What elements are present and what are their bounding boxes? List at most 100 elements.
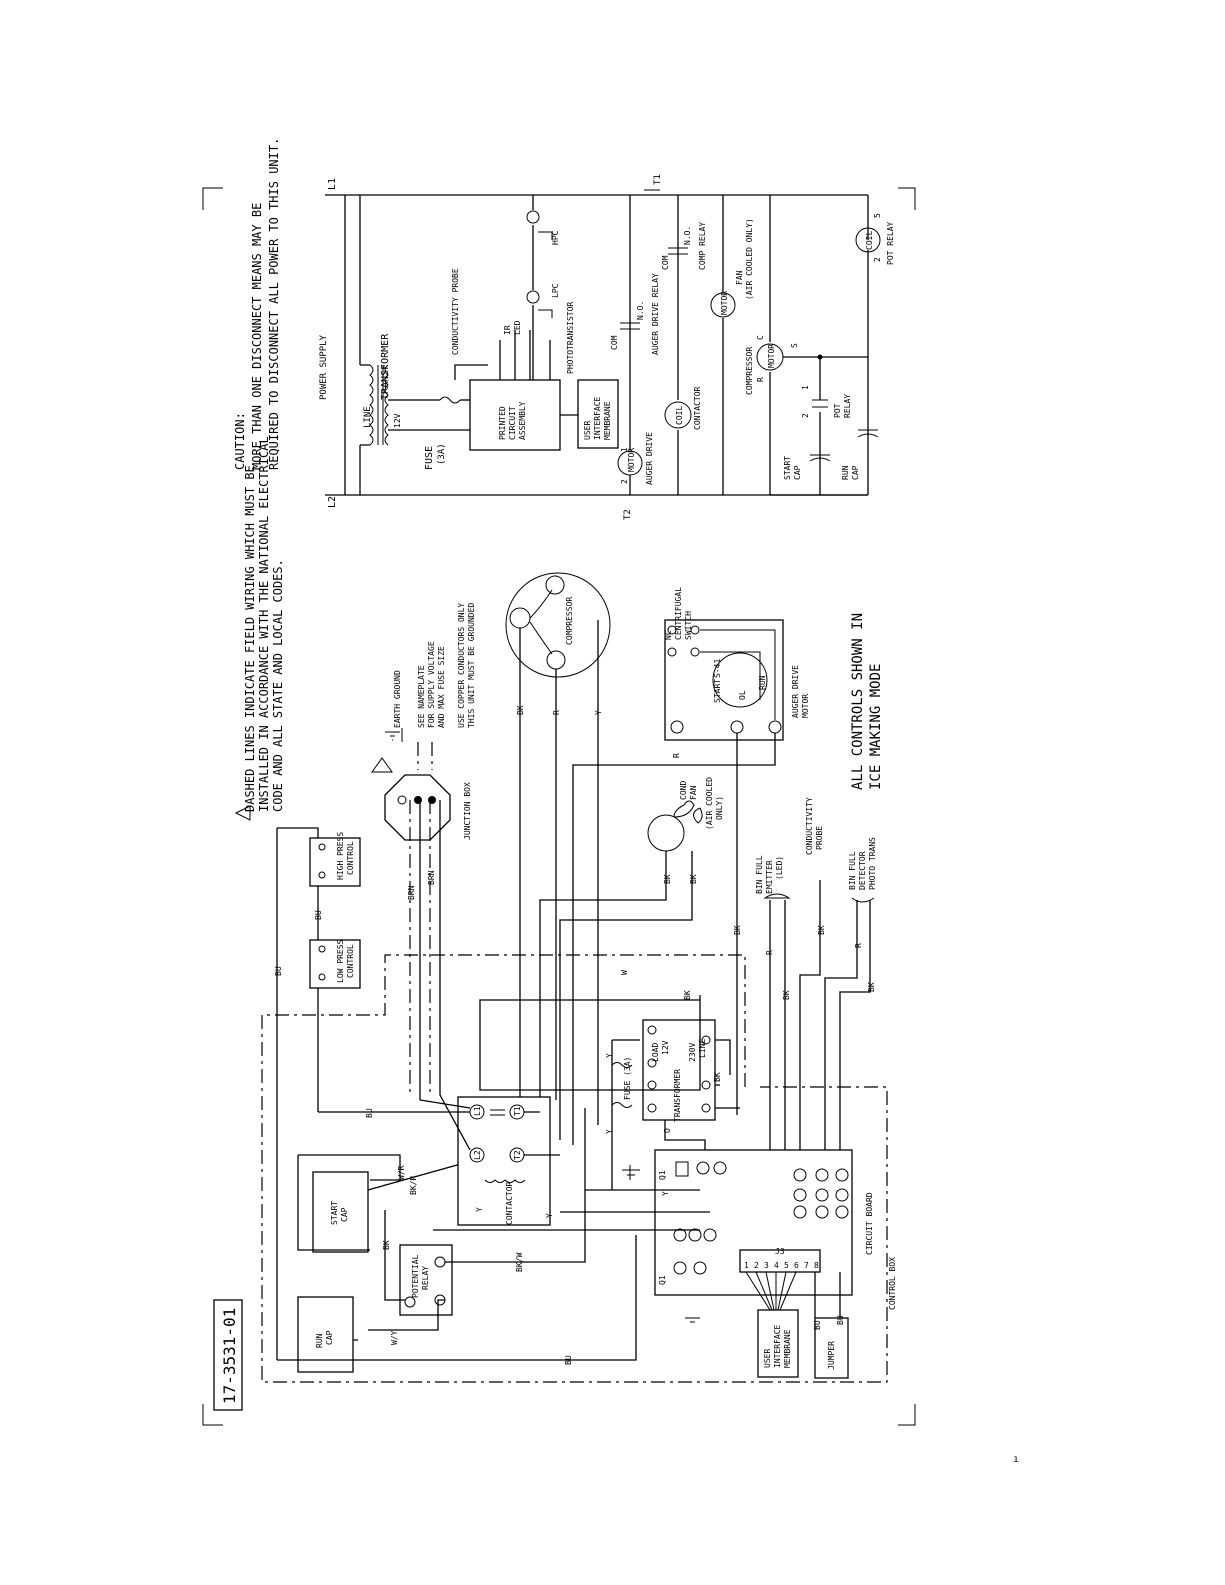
supply-note-3: AND MAX FUSE SIZE	[437, 646, 446, 728]
field-uim-2: INTERFACE	[773, 1324, 782, 1368]
contactor-l1: L1	[473, 1106, 482, 1116]
q1-bottom: Q1	[658, 1275, 667, 1285]
field-note-2: INSTALLED IN ACCORDANCE WITH THE NATIONA…	[257, 436, 271, 812]
drawing-number-box: 17-3531-01	[213, 1299, 243, 1411]
start-cap-1: START	[783, 456, 792, 480]
tx-line-1: 230V	[688, 1043, 697, 1062]
wire-bkr: BK/R	[409, 1176, 418, 1195]
field-note-1: DASHED LINES INDICATE FIELD WIRING WHICH…	[243, 465, 257, 812]
pot-contact-2: 2	[801, 413, 810, 418]
contactor-t1: T1	[513, 1106, 522, 1116]
comp-motor-text: MOTOR	[767, 344, 776, 368]
auger-run-label: RUN	[758, 675, 767, 690]
wire-y-5: Y	[545, 1213, 554, 1218]
j3-pin: 7	[804, 1261, 809, 1270]
pot-coil-text: COIL	[865, 231, 874, 250]
contactor-field-label: CONTACTOR	[505, 1181, 514, 1225]
wire-o-1: O	[663, 1128, 672, 1133]
nc-label-1: NC	[664, 630, 673, 640]
auger-pin-2: 2	[620, 479, 629, 484]
pin-r-label: R	[756, 377, 765, 382]
jumper-label: JUMPER	[827, 1341, 836, 1370]
no-label-2: N.O.	[683, 226, 692, 245]
ladder-schematic: CAUTION: MORE THAN ONE DISCONNECT MEANS …	[233, 138, 895, 520]
auger-drive-relay-label: AUGER DRIVE RELAY	[651, 273, 660, 355]
all-controls-2: ICE MAKING MODE	[868, 664, 884, 790]
wire-bk-10: BK	[382, 1240, 391, 1250]
lpc-label: LPC	[551, 283, 560, 298]
field-note-3: CODE AND ALL STATE AND LOCAL CODES.	[271, 559, 285, 812]
auger-start-label: START	[713, 679, 722, 703]
wire-y-4: Y	[661, 1191, 670, 1196]
junction-box-label: JUNCTION BOX	[463, 782, 472, 840]
contactor-t2: T2	[513, 1150, 522, 1160]
j3-label: J3	[775, 1247, 785, 1256]
tx-field-label: TRANSFORMER	[673, 1069, 682, 1122]
pot-relay-split-1: POT	[833, 403, 842, 418]
pot-relay-split-2: RELAY	[843, 394, 852, 418]
wire-bu-5: BU	[813, 1320, 822, 1330]
line-label: LINE	[363, 406, 373, 428]
wire-bu-4: BU	[564, 1355, 573, 1365]
circuit-board-label: CIRCUIT BOARD	[865, 1192, 874, 1255]
tx-load-2: 12V	[661, 1040, 670, 1055]
wire-r-3: R	[765, 950, 774, 955]
cond-probe-field-2: PROBE	[815, 826, 824, 850]
low-press-label-1: LOW PRESS	[336, 939, 345, 983]
ladder-uim-1: USER	[583, 421, 592, 440]
contactor-coil-text: COIL	[675, 406, 684, 425]
cond-fan-label-2: FAN	[689, 785, 698, 800]
led-label: LED	[513, 320, 522, 335]
contactor-label: CONTACTOR	[693, 386, 702, 430]
cond-probe-field-1: CONDUCTIVITY	[805, 797, 814, 855]
drawing-number: 17-3531-01	[220, 1308, 239, 1404]
j3-connector	[739, 1249, 821, 1273]
auger-pin-1: 1	[620, 447, 629, 452]
tx-line-2: LINE	[698, 1039, 707, 1058]
high-press-label-2: CONTROL	[346, 841, 355, 875]
control-box-label: CONTROL BOX	[888, 1257, 897, 1310]
transformer-label: TRANSFORMER	[380, 333, 391, 400]
wire-bk-7: BK	[867, 982, 876, 992]
cond-fan-air-2: ONLY)	[715, 796, 724, 820]
tx-load-1: LOAD	[651, 1043, 660, 1062]
copper-note-2: THIS UNIT MUST BE GROUNDED	[467, 603, 476, 728]
j3-pin: 4	[774, 1261, 779, 1270]
auger-motor-label-1: AUGER DRIVE	[791, 665, 800, 718]
label-l2: L2	[327, 496, 338, 508]
j3-pin: 1	[744, 1261, 749, 1270]
wire-bk-2: BK	[663, 874, 672, 884]
wire-bk-6: BK	[817, 925, 826, 935]
wire-r-2: R	[672, 753, 681, 758]
low-press-control	[309, 939, 361, 989]
j3-pins: 1 2 3 4 5 6 7 8	[744, 1261, 819, 1270]
junction-box	[384, 774, 451, 841]
cond-fan-label-1: COND	[679, 781, 688, 800]
start-cap-box	[312, 1171, 369, 1253]
pot-relay-field-1: POTENTIAL	[411, 1254, 420, 1298]
wire-w-1: W	[620, 970, 629, 975]
wire-bk-1: BK	[516, 705, 525, 715]
pot-coil-pin2: 2	[873, 257, 882, 262]
supply-note-2: FOR SUPPLY VOLTAGE	[427, 641, 436, 728]
ir-label: IR	[503, 325, 512, 335]
caution-line-2: REQUIRED TO DISCONNECT ALL POWER TO THIS…	[267, 138, 281, 470]
com-label-2: COM	[661, 255, 670, 270]
wire-bk-3: BK	[689, 874, 698, 884]
emitter-label-3: (LED)	[775, 856, 784, 880]
start-cap-2: CAP	[793, 465, 802, 480]
detector-label-2: DETECTOR	[858, 851, 867, 890]
start-cap-1: START	[330, 1201, 339, 1225]
wire-y-3: Y	[605, 1129, 614, 1134]
wire-brn-1: BRN	[407, 885, 416, 900]
com-label-1: COM	[610, 335, 619, 350]
field-uim-box	[757, 1309, 799, 1378]
run-cap-2: CAP	[851, 465, 860, 480]
cond-fan-air-1: (AIR COOLED	[705, 777, 714, 830]
label-t1: T1	[653, 174, 663, 185]
field-uim-3: MEMBRANE	[783, 1329, 792, 1368]
wire-brn-2: BRN	[427, 870, 436, 885]
wire-bk-8: BK	[683, 990, 692, 1000]
pot-relay-field-2: RELAY	[421, 1266, 430, 1290]
auger-motor-label-2: MOTOR	[801, 694, 810, 718]
